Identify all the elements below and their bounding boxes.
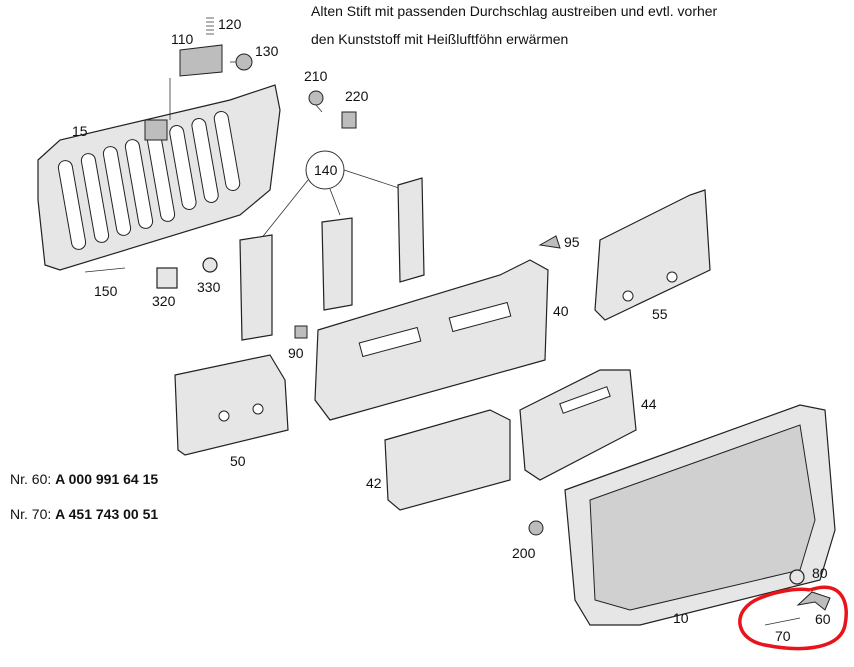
part-110-clip-strip — [169, 44, 223, 120]
part-42-foam-block — [384, 409, 511, 511]
part-320-pad — [156, 267, 178, 289]
part-95-clip — [538, 235, 561, 249]
callout-220: 220 — [345, 88, 369, 104]
callout-80: 80 — [812, 565, 828, 581]
highlight-circle — [738, 585, 848, 651]
callout-70: 70 — [775, 628, 791, 644]
instruction-note-line-1: Alten Stift mit passenden Durchschlag au… — [311, 3, 718, 19]
callout-210: 210 — [304, 68, 328, 84]
callout-130: 130 — [255, 43, 279, 59]
callout-320: 320 — [152, 293, 176, 309]
part-140-brackets — [239, 177, 425, 341]
part-90-clip — [294, 325, 308, 339]
instruction-note-line-2: den Kunststoff mit Heißluftföhn erwärmen — [311, 31, 569, 47]
part-70-pin — [764, 617, 801, 626]
callout-140: 140 — [314, 162, 338, 178]
part-number-value: A 000 991 64 15 — [55, 471, 159, 487]
callout-15: 15 — [72, 123, 88, 139]
part-number-prefix: Nr. 70: — [10, 506, 56, 522]
callout-120: 120 — [218, 16, 242, 32]
part-130-screw — [230, 53, 253, 71]
part-number-value: A 451 743 00 51 — [55, 506, 159, 522]
part-80-washer — [789, 569, 805, 585]
callout-200: 200 — [512, 545, 536, 561]
callout-110: 110 — [171, 31, 194, 47]
callout-95: 95 — [564, 234, 580, 250]
part-150-pin — [84, 267, 126, 273]
callout-90: 90 — [288, 345, 304, 361]
part-210-screw — [308, 90, 324, 113]
part-10-inner-liner — [564, 404, 836, 626]
callout-40: 40 — [553, 303, 569, 319]
part-number-prefix: Nr. 60: — [10, 471, 56, 487]
callout-140-circle — [259, 150, 406, 241]
part-40-foam-block — [314, 259, 549, 421]
callout-44: 44 — [641, 396, 657, 412]
callout-10: 10 — [673, 610, 689, 626]
callout-50: 50 — [230, 453, 246, 469]
callout-42: 42 — [366, 475, 382, 491]
callout-330: 330 — [197, 279, 221, 295]
part-number-70: Nr. 70: A 451 743 00 51 — [10, 506, 158, 522]
part-55-panel — [594, 189, 711, 321]
part-44-foam-block — [519, 369, 637, 481]
part-220-nut — [341, 111, 357, 129]
callout-60: 60 — [815, 611, 831, 627]
part-120-spring — [206, 17, 214, 35]
part-number-60: Nr. 60: A 000 991 64 15 — [10, 471, 158, 487]
part-15-grille-panel — [37, 84, 281, 271]
part-330-washer — [202, 257, 218, 273]
callout-150: 150 — [94, 283, 118, 299]
part-60-clip — [796, 591, 831, 611]
part-50-panel — [174, 354, 289, 456]
part-200-screw — [528, 520, 544, 536]
callout-55: 55 — [652, 306, 668, 322]
